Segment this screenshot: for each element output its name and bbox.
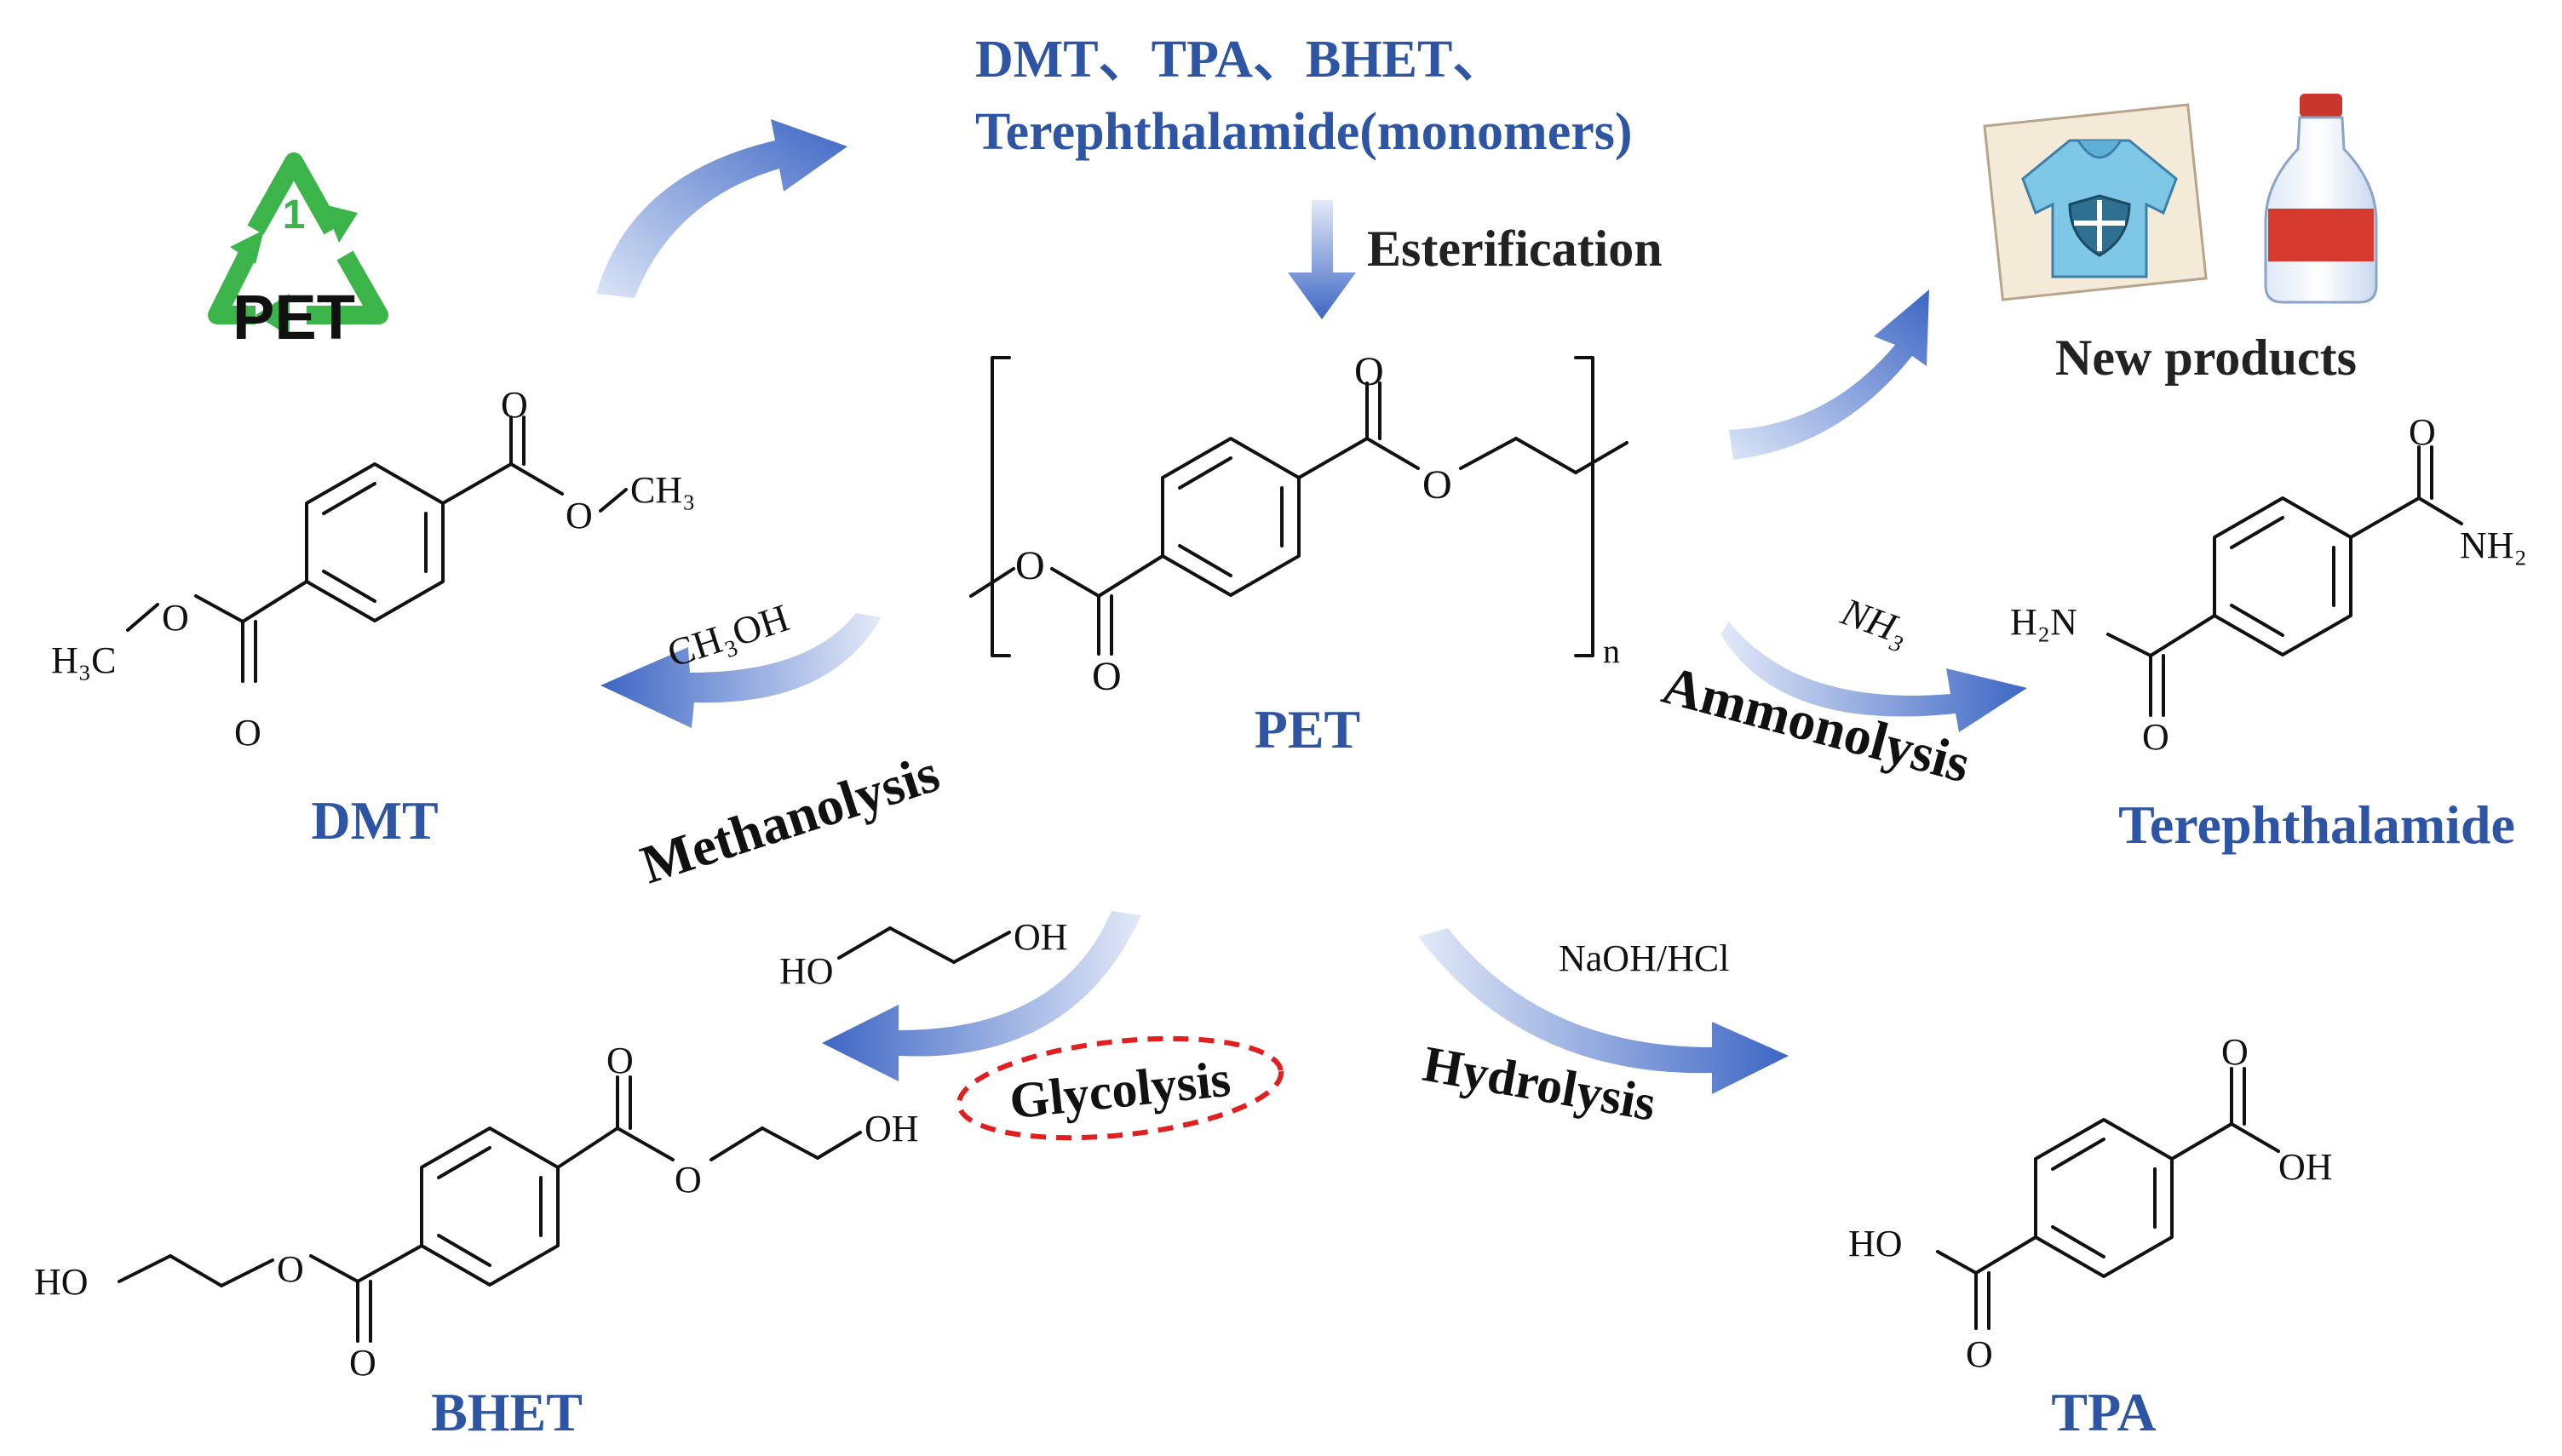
recycle-triangle-icon	[208, 152, 388, 324]
methanolysis-arrow	[600, 613, 882, 728]
glycolysis-arrow	[822, 911, 1141, 1081]
bhet-structure: O O OH O HO O	[34, 1040, 919, 1384]
bottle-icon	[2264, 94, 2378, 304]
ammonolysis-reagent: NH₃	[1835, 589, 1915, 654]
dmt-label: DMT	[311, 790, 438, 851]
pet-atom-o-top: O	[1354, 349, 1384, 394]
glycolysis-label: Glycolysis	[1007, 1051, 1232, 1130]
pet-repeat-n: n	[1603, 632, 1620, 670]
dmt-atom-o-top: O	[501, 384, 528, 426]
pet-atom-o-bottom: O	[1092, 654, 1122, 699]
pet-structure: n O O O O	[969, 349, 1629, 699]
bhet-atom-oh: OH	[865, 1108, 919, 1149]
terephthalamide-atom-nh2: NH₂	[2460, 525, 2527, 566]
pet-center-label: PET	[1255, 699, 1360, 760]
tpa-structure: O OH HO O	[1848, 1031, 2333, 1375]
monomers-label-line2: Terephthalamide(monomers)	[975, 103, 1633, 161]
dmt-structure: O O CH₃ O H₃C O	[51, 384, 695, 754]
tpa-atom-o-bottom: O	[1966, 1333, 1993, 1375]
dmt-atom-o-bottom: O	[234, 712, 261, 754]
monomers-label-line1: DMT、TPA、BHET、	[975, 31, 1505, 89]
methanolysis-label: Methanolysis	[634, 742, 946, 896]
esterification-label: Esterification	[1367, 221, 1663, 277]
glycolysis-highlight	[956, 1035, 1284, 1141]
bhet-label: BHET	[431, 1382, 583, 1442]
dmt-atom-o-ester-left: O	[162, 597, 189, 639]
esterification-arrow	[1288, 200, 1356, 319]
dmt-atom-ch3: CH₃	[630, 469, 695, 511]
terephthalamide-atom-o-top: O	[2409, 411, 2436, 453]
terephthalamide-structure: O NH₂ H₂N O	[2010, 411, 2527, 758]
dmt-atom-o-ester-right: O	[566, 495, 593, 536]
hydrolysis-reagent: NaOH/HCl	[1559, 937, 1729, 979]
ammonolysis-arrow	[1720, 622, 2027, 732]
terephthalamide-atom-o-bottom: O	[2142, 716, 2169, 758]
pet-logo-label: PET	[233, 282, 355, 353]
tpa-atom-ho: HO	[1848, 1223, 1903, 1264]
dmt-atom-h3c: H₃C	[51, 639, 116, 681]
bhet-atom-o-bottom: O	[349, 1342, 376, 1384]
terephthalamide-label: Terephthalamide	[2118, 794, 2515, 855]
tpa-atom-oh: OH	[2278, 1146, 2333, 1188]
bhet-atom-o-top: O	[606, 1040, 634, 1081]
bhet-atom-o-ester-right: O	[675, 1159, 702, 1201]
terephthalamide-atom-h2n: H₂N	[2010, 601, 2077, 643]
pet-atom-o-ester-right: O	[1422, 462, 1452, 507]
glycol-reagent-oh: OH	[1014, 916, 1068, 958]
tpa-atom-o-top: O	[2221, 1031, 2249, 1073]
pet-recycle-logo: 1 PET	[208, 152, 388, 353]
arrow-to-monomers	[596, 119, 847, 298]
glycol-reagent-ho: HO	[779, 950, 834, 992]
ethylene-glycol-reagent: HO OH	[779, 916, 1068, 992]
pet-logo-number: 1	[283, 192, 306, 238]
ammonolysis-label: Ammonolysis	[1657, 654, 1977, 794]
hydrolysis-arrow	[1418, 928, 1789, 1094]
pet-atom-o-ester-left: O	[1015, 543, 1045, 588]
bhet-atom-ho: HO	[34, 1261, 89, 1303]
hoodie-icon	[1983, 103, 2208, 301]
bhet-atom-o-ester-left: O	[277, 1248, 304, 1290]
arrow-to-new-products	[1729, 289, 1929, 460]
new-products-label: New products	[2055, 330, 2357, 386]
tpa-label: TPA	[2051, 1382, 2156, 1442]
